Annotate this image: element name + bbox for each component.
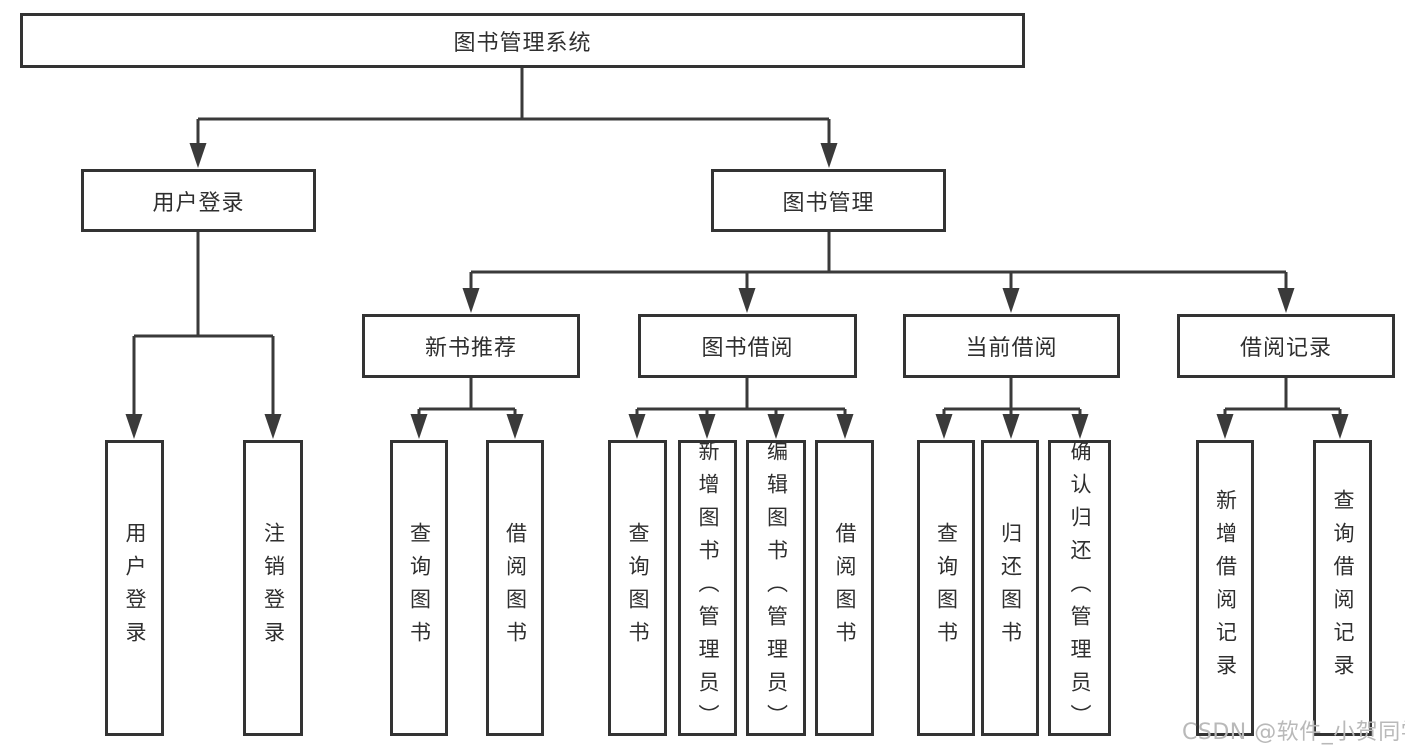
node-label: 图书借阅 [701, 336, 794, 361]
node-label: 查询图书 [407, 522, 432, 654]
arrowheads [125, 143, 1349, 439]
node-current-borrowing: 当前借阅 [903, 314, 1120, 378]
node-label: 查询借阅记录 [1331, 489, 1355, 687]
leaf-recommend-borrow-books: 借阅图书 [486, 440, 544, 736]
connector-recommendation-to-leaves [417, 378, 517, 431]
node-book-borrowing: 图书借阅 [638, 314, 857, 378]
node-label: 注销登录 [261, 522, 286, 654]
arrow-icon [628, 414, 646, 439]
node-label: 查询图书 [626, 522, 650, 654]
arrow-icon [698, 414, 716, 439]
node-label: 新增借阅记录 [1213, 489, 1238, 687]
csdn-watermark: CSDN @软件_小贺同学 [1182, 720, 1405, 745]
node-user-login: 用户登录 [81, 169, 316, 232]
connector-user-login-to-leaves [132, 232, 275, 431]
leaf-recommend-query-books: 查询图书 [390, 440, 448, 736]
leaf-borrowing-edit-books-admin: 编辑图书（管理员） [746, 439, 806, 737]
arrow-icon [1002, 288, 1020, 313]
connector-borrowing-to-leaves [635, 378, 847, 431]
leaf-current-query-books: 查询图书 [917, 440, 975, 736]
node-label: 用户登录 [152, 190, 245, 216]
arrow-icon [125, 414, 143, 439]
leaf-current-confirm-return-admin: 确认归还（管理员） [1048, 439, 1111, 737]
arrow-icon [1216, 414, 1234, 439]
node-root-system: 图书管理系统 [20, 13, 1025, 68]
node-label: 新书推荐 [424, 336, 517, 361]
arrow-icon [935, 414, 953, 439]
node-label: 借阅图书 [503, 522, 528, 654]
node-label: 当前借阅 [965, 336, 1058, 361]
leaf-logout: 注销登录 [243, 440, 303, 736]
arrow-icon [462, 288, 480, 313]
leaf-current-return-books: 归还图书 [981, 440, 1039, 736]
leaf-borrowing-query-books: 查询图书 [608, 440, 667, 736]
node-label: 编辑图书（管理员） [764, 439, 789, 737]
arrow-icon [820, 143, 838, 168]
node-label: 新增图书（管理员） [696, 439, 720, 737]
arrow-icon [738, 288, 756, 313]
node-label: 借阅记录 [1239, 336, 1332, 361]
arrow-icon [506, 414, 524, 439]
node-borrowing-records: 借阅记录 [1177, 314, 1395, 378]
arrow-icon [1331, 414, 1349, 439]
arrow-icon [1071, 414, 1089, 439]
node-label: 归还图书 [998, 522, 1023, 654]
arrow-icon [264, 414, 282, 439]
arrow-icon [767, 414, 785, 439]
node-label: 图书管理系统 [453, 30, 592, 56]
leaf-records-add-record: 新增借阅记录 [1196, 440, 1254, 736]
node-label: 用户登录 [123, 522, 147, 654]
node-new-book-recommendation: 新书推荐 [362, 314, 580, 378]
node-book-management: 图书管理 [711, 169, 946, 232]
node-label: 借阅图书 [833, 522, 857, 654]
leaf-records-query-record: 查询借阅记录 [1313, 440, 1372, 736]
node-label: 确认归还（管理员） [1068, 439, 1092, 737]
arrow-icon [1002, 414, 1020, 439]
arrow-icon [836, 414, 854, 439]
leaf-borrowing-borrow-books: 借阅图书 [815, 440, 874, 736]
connector-root-to-level2 [196, 68, 831, 160]
node-label: 图书管理 [782, 190, 875, 216]
arrow-icon [189, 143, 207, 168]
node-label: 查询图书 [934, 522, 959, 654]
connector-records-to-leaves [1223, 378, 1342, 431]
arrow-icon [410, 414, 428, 439]
leaf-user-login: 用户登录 [105, 440, 164, 736]
leaf-borrowing-add-books-admin: 新增图书（管理员） [678, 439, 737, 737]
connector-book-management-to-level3 [469, 232, 1288, 305]
arrow-icon [1277, 288, 1295, 313]
